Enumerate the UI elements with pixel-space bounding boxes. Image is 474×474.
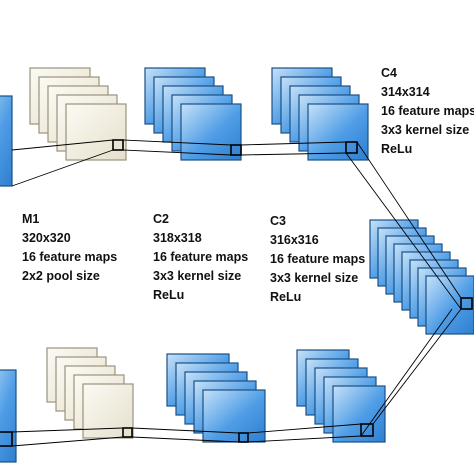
m1-pool: 2x2 pool size (22, 269, 100, 283)
connector-line (131, 427, 240, 434)
c2-kernel: 3x3 kernel size (153, 269, 242, 283)
connector-line (240, 141, 347, 146)
feature-map-card (65, 103, 127, 161)
top-m1-stack (29, 67, 127, 161)
c2-activation: ReLu (153, 288, 185, 302)
connector-line (360, 308, 453, 437)
bottom-m1-stack (46, 347, 134, 439)
kernel-window (230, 144, 242, 156)
connector-line (247, 423, 362, 434)
connector-line (356, 141, 462, 299)
kernel-window (0, 431, 13, 447)
feature-map-card (202, 389, 266, 443)
m1-name: M1 (22, 212, 40, 226)
kernel-window (122, 427, 133, 438)
c3-activation: ReLu (270, 290, 302, 304)
connector-line (131, 436, 240, 443)
connector-line (122, 139, 232, 146)
feature-map-card (307, 103, 369, 161)
bottom-c2-stack (166, 353, 266, 443)
kernel-window (112, 139, 124, 151)
feature-map-card (0, 369, 17, 463)
top-c4-stack (271, 67, 369, 161)
kernel-window (238, 432, 249, 443)
kernel-window (345, 141, 358, 154)
connector-line (240, 152, 347, 156)
feature-map-card (425, 275, 474, 335)
connector-line (11, 436, 124, 447)
right-stack (369, 219, 474, 335)
connector-line (11, 427, 124, 433)
connector-line (345, 152, 462, 310)
c2-name: C2 (153, 212, 169, 226)
feature-map-card (0, 95, 13, 187)
kernel-window (360, 423, 374, 437)
m1-label: M1 320x320 16 feature maps 2x2 pool size (22, 210, 117, 286)
m1-maps: 16 feature maps (22, 250, 118, 264)
top-c2-stack (144, 67, 242, 161)
c3-maps: 16 feature maps (270, 252, 366, 266)
c3-kernel: 3x3 kernel size (270, 271, 359, 285)
top-left-partial-stack (0, 95, 13, 187)
c4-size: 314x314 (381, 85, 430, 99)
kernel-window (460, 297, 473, 310)
m1-size: 320x320 (22, 231, 71, 245)
connector-line (372, 308, 462, 425)
bottom-left-partial-stack (0, 369, 17, 463)
c2-label: C2 318x318 16 feature maps 3x3 kernel si… (153, 210, 248, 305)
c4-name: C4 (381, 66, 397, 80)
connector-line (11, 149, 114, 187)
c3-label: C3 316x316 16 feature maps 3x3 kernel si… (270, 212, 365, 307)
feature-map-card (180, 103, 242, 161)
c2-maps: 16 feature maps (153, 250, 249, 264)
c4-activation: ReLu (381, 142, 413, 156)
c3-name: C3 (270, 214, 286, 228)
c3-size: 316x316 (270, 233, 319, 247)
c4-label: C4 314x314 16 feature maps 3x3 kernel si… (381, 64, 474, 159)
connector-line (11, 139, 114, 151)
connector-line (122, 149, 232, 156)
c4-kernel: 3x3 kernel size (381, 123, 470, 137)
c4-maps: 16 feature maps (381, 104, 474, 118)
bottom-c3-stack (296, 349, 386, 443)
connector-line (247, 435, 362, 443)
c2-size: 318x318 (153, 231, 202, 245)
feature-map-card (82, 383, 134, 439)
